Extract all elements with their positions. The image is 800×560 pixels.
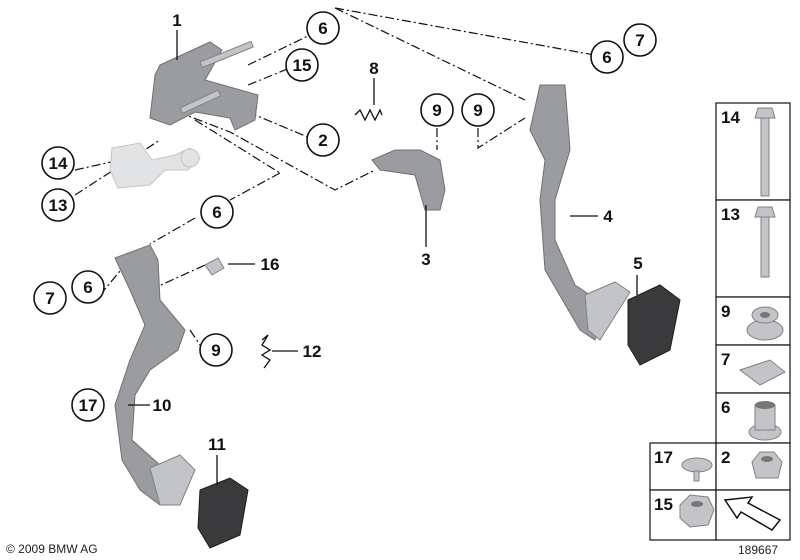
svg-text:9: 9 [473,101,482,120]
brake-pedal-pad [627,284,681,366]
pedal-spring [260,334,272,369]
return-spring [354,108,383,122]
svg-text:15: 15 [293,56,312,75]
callout-7-brake[interactable]: 7 [623,23,657,57]
callout-17[interactable]: 17 [71,388,105,422]
callout-1[interactable]: 1 [172,11,181,30]
callout-16[interactable]: 16 [261,255,280,274]
svg-text:13: 13 [49,196,68,215]
legend-item-13[interactable]: 13 [715,199,791,298]
callout-15[interactable]: 15 [285,48,319,82]
svg-text:9: 9 [721,302,730,321]
svg-text:9: 9 [432,101,441,120]
callout-4[interactable]: 4 [603,207,613,226]
svg-text:7: 7 [635,31,644,50]
callout-6-clutch[interactable]: 6 [71,270,105,304]
callout-14[interactable]: 14 [41,146,75,180]
legend-panel: 14 13 9 7 6 17 2 [649,102,791,541]
svg-text:17: 17 [79,396,98,415]
svg-text:14: 14 [721,108,740,127]
callout-8[interactable]: 8 [369,59,378,78]
callout-13[interactable]: 13 [41,188,75,222]
callout-9-clutch[interactable]: 9 [199,333,233,367]
callout-6-middle[interactable]: 6 [200,195,234,229]
legend-item-2[interactable]: 2 [715,442,791,491]
brake-pedal-bracket [371,149,446,211]
svg-text:6: 6 [318,19,327,38]
assembly-lines [74,7,601,346]
svg-text:7: 7 [721,350,730,369]
clutch-pedal-pad [197,477,249,549]
pedal-bracket [149,40,259,131]
svg-text:6: 6 [721,398,730,417]
callout-5[interactable]: 5 [633,254,642,273]
callout-11[interactable]: 11 [208,435,226,454]
svg-text:7: 7 [45,289,54,308]
callout-9-left[interactable]: 9 [420,93,454,127]
clutch-pedal [114,244,196,506]
legend-item-17[interactable]: 17 [649,442,717,491]
legend-item-6[interactable]: 6 [715,392,791,444]
svg-text:2: 2 [721,448,730,467]
callout-12[interactable]: 12 [303,342,322,361]
svg-text:17: 17 [654,448,673,467]
legend-item-15[interactable]: 15 [649,489,717,541]
diagram-number: 189667 [738,543,779,557]
svg-text:15: 15 [654,495,673,514]
orientation-arrow-icon [723,496,782,531]
copyright-text: © 2009 BMW AG [6,542,98,556]
svg-text:6: 6 [212,203,221,222]
callout-6-brake[interactable]: 6 [590,40,624,74]
svg-text:9: 9 [211,341,220,360]
callout-10[interactable]: 10 [153,396,172,415]
callout-7-clutch[interactable]: 7 [33,281,67,315]
legend-item-7[interactable]: 7 [715,344,791,394]
callout-9-right[interactable]: 9 [461,93,495,127]
legend-item-arrow[interactable] [715,489,791,541]
svg-text:2: 2 [318,131,327,150]
callout-6-top[interactable]: 6 [306,11,340,45]
leader-lines [128,30,638,485]
callout-2[interactable]: 2 [306,123,340,157]
stop-buffer [204,257,225,276]
clutch-master-cylinder [109,142,201,189]
callout-3[interactable]: 3 [421,250,430,269]
svg-text:14: 14 [49,154,68,173]
brake-pedal [529,84,631,341]
svg-text:6: 6 [83,278,92,297]
svg-text:13: 13 [721,205,740,224]
legend-item-9[interactable]: 9 [715,296,791,346]
legend-item-14[interactable]: 14 [715,102,791,201]
svg-text:6: 6 [602,48,611,67]
